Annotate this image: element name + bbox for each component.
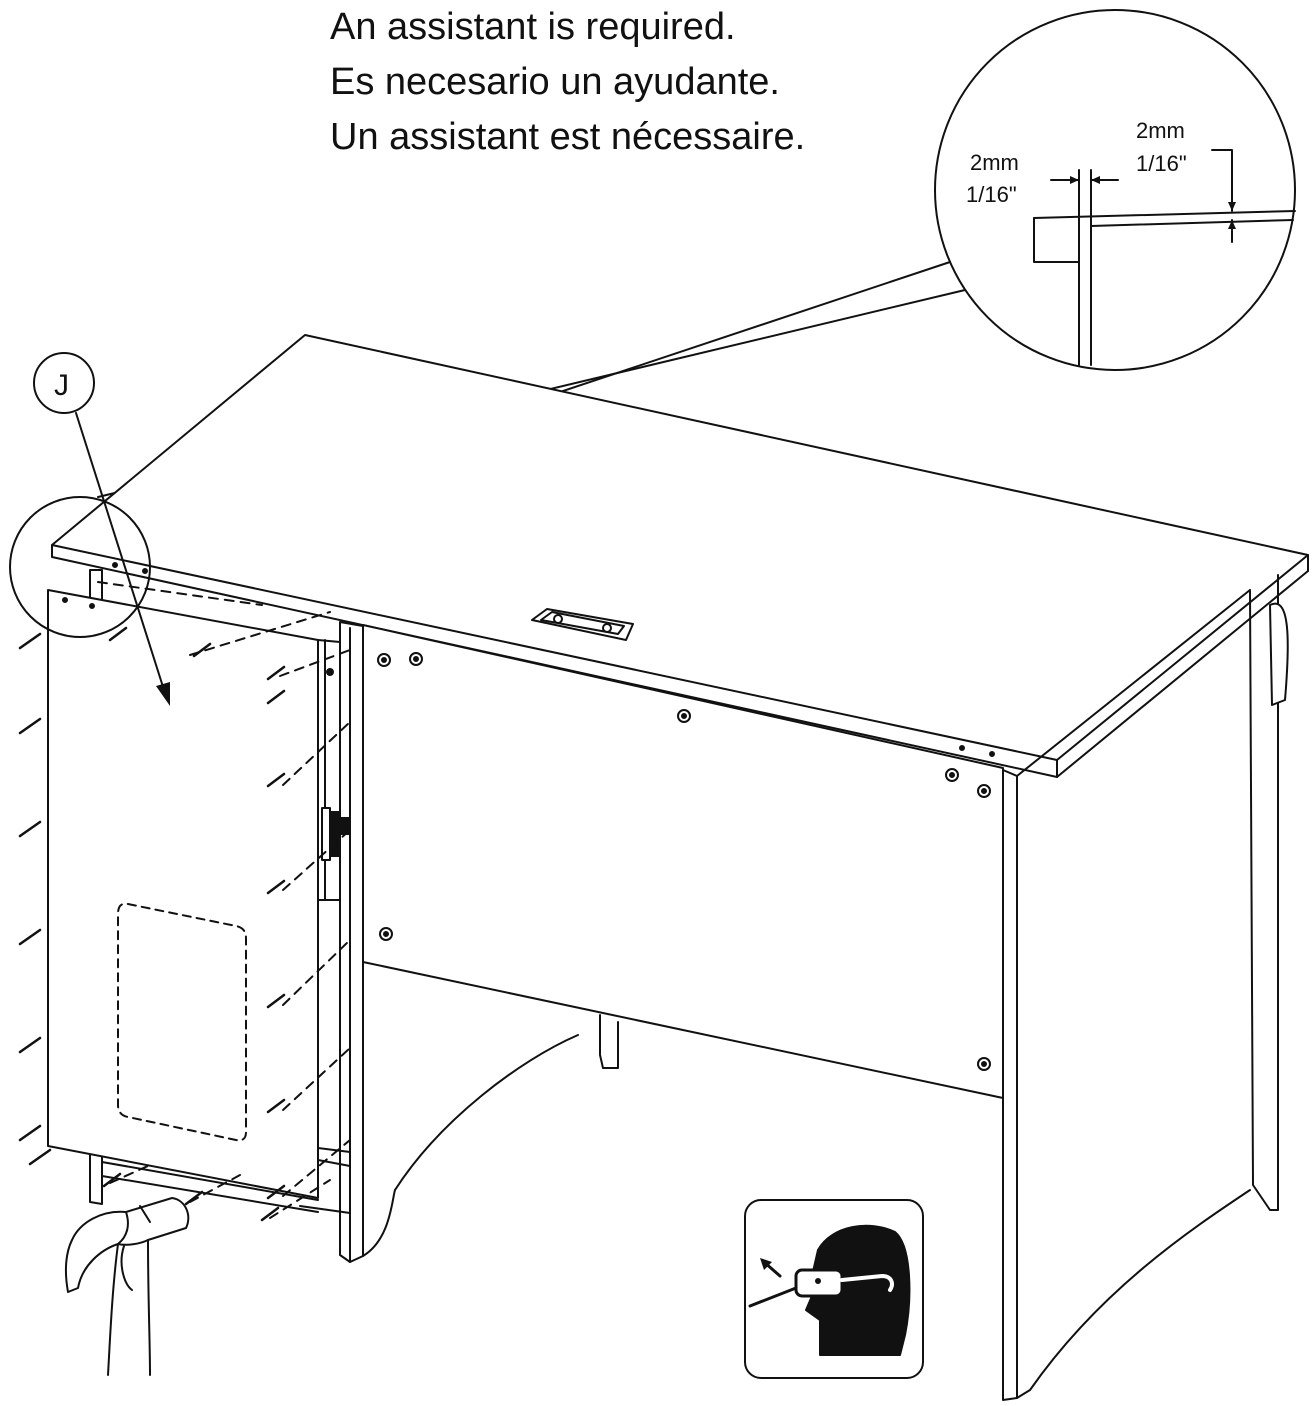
part-label-j: J xyxy=(33,352,170,706)
hammer-icon xyxy=(64,1197,190,1376)
back-panel-j xyxy=(47,589,334,1199)
detail-top-gap-inch: 1/16" xyxy=(1136,151,1187,176)
panel-cutout-dashed xyxy=(117,902,247,1142)
instruction-notes: An assistant is required. Es necesario u… xyxy=(330,0,805,165)
safety-glasses-icon xyxy=(744,1199,924,1379)
detail-callout: 2mm 1/16" 2mm 1/16" xyxy=(934,9,1296,371)
nails xyxy=(18,626,286,1222)
door-hinge xyxy=(321,807,350,861)
right-end-panel xyxy=(1002,574,1289,1401)
corner-magnifier-circle xyxy=(9,496,151,638)
detail-side-gap-mm: 2mm xyxy=(970,150,1019,175)
instruction-spanish: Es necesario un ayudante. xyxy=(330,61,780,103)
back-leg xyxy=(394,1014,619,1191)
desk-top xyxy=(51,334,1309,778)
detail-magnifier-circle xyxy=(934,9,1296,371)
instruction-english: An assistant is required. xyxy=(330,6,736,48)
alignment-lines xyxy=(97,581,351,1219)
detail-top-gap-mm: 2mm xyxy=(1136,118,1185,143)
cable-grommet xyxy=(531,608,634,641)
part-label-text: J xyxy=(54,369,69,402)
detail-side-gap-inch: 1/16" xyxy=(966,182,1017,207)
instruction-french: Un assistant est nécessaire. xyxy=(330,116,806,158)
